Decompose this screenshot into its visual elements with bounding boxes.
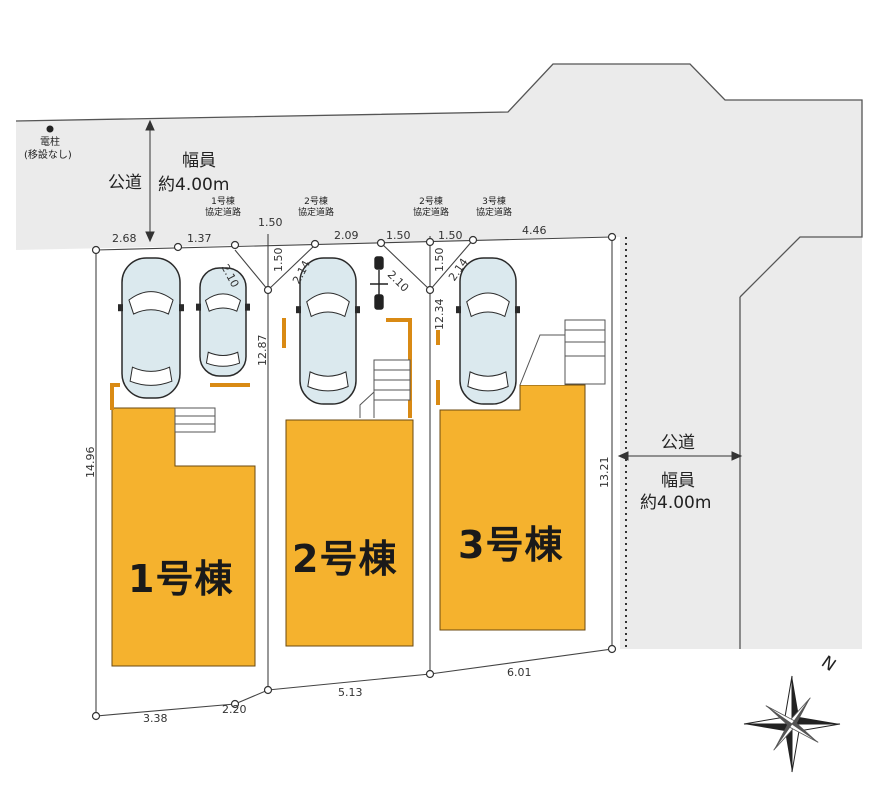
north-road-width-value: 約4.00m: [158, 175, 230, 195]
dimension-label: 2.68: [112, 232, 137, 245]
utility-pole-label: 電柱: [40, 137, 60, 148]
dimension-label: 2.20: [222, 703, 247, 716]
dimension-label: 12.87: [256, 334, 269, 367]
agreement-road-label-4: 3号棟協定道路: [475, 197, 512, 218]
entrance-steps: [174, 319, 606, 433]
dimension-label: 13.21: [598, 456, 611, 489]
east-road-label: 公道: [661, 433, 695, 453]
car-icon: [118, 257, 184, 399]
dimension-label: 1.50: [272, 247, 285, 273]
dimension-label: 6.01: [507, 666, 532, 679]
dimension-label: 1.50: [258, 216, 283, 229]
bicycle-icon: [370, 256, 388, 310]
building-2-footprint: [285, 419, 414, 647]
building-3-footprint: [439, 384, 586, 631]
dimension-label: 3.38: [143, 712, 168, 725]
compass-rose-icon: [743, 675, 841, 773]
east-road-width-label: 幅員: [661, 471, 695, 491]
building-2-label: 2号棟: [292, 537, 398, 581]
north-road-width-arrow: [145, 119, 155, 243]
agreement-road-label-3: 2号棟協定道路: [412, 197, 449, 218]
east-road: [620, 237, 862, 649]
boundary-points: [91, 232, 617, 721]
east-road-width-value: 約4.00m: [640, 493, 712, 513]
agreement-road-label-1: 1号棟協定道路: [205, 197, 242, 218]
dimension-label: 5.13: [338, 686, 363, 699]
dimension-label: 1.50: [433, 247, 446, 273]
dimension-label: 4.46: [522, 224, 547, 237]
utility-pole-note: (移設なし): [24, 150, 72, 161]
dimension-label: 1.37: [187, 232, 212, 245]
building-3-label: 3号棟: [458, 523, 564, 567]
north-road-width-label: 幅員: [182, 151, 216, 171]
dimension-label: 1.50: [438, 229, 463, 242]
dimension-label: 12.34: [433, 298, 446, 331]
east-road-width-arrow: [617, 451, 743, 461]
dimension-label: 14.96: [84, 446, 97, 479]
east-road-edge: [15, 63, 863, 298]
north-road-label: 公道: [108, 173, 142, 193]
agreement-road-label-2: 2号棟協定道路: [297, 197, 334, 218]
car-icon: [296, 257, 360, 405]
utility-pole-marker: [46, 125, 54, 133]
car-icon: [456, 257, 520, 405]
dimension-label: 2.09: [334, 229, 359, 242]
building-1-label: 1号棟: [128, 557, 234, 601]
car-icon: [196, 267, 250, 377]
parked-cars: [118, 257, 520, 405]
dimension-label: 1.50: [386, 229, 411, 242]
